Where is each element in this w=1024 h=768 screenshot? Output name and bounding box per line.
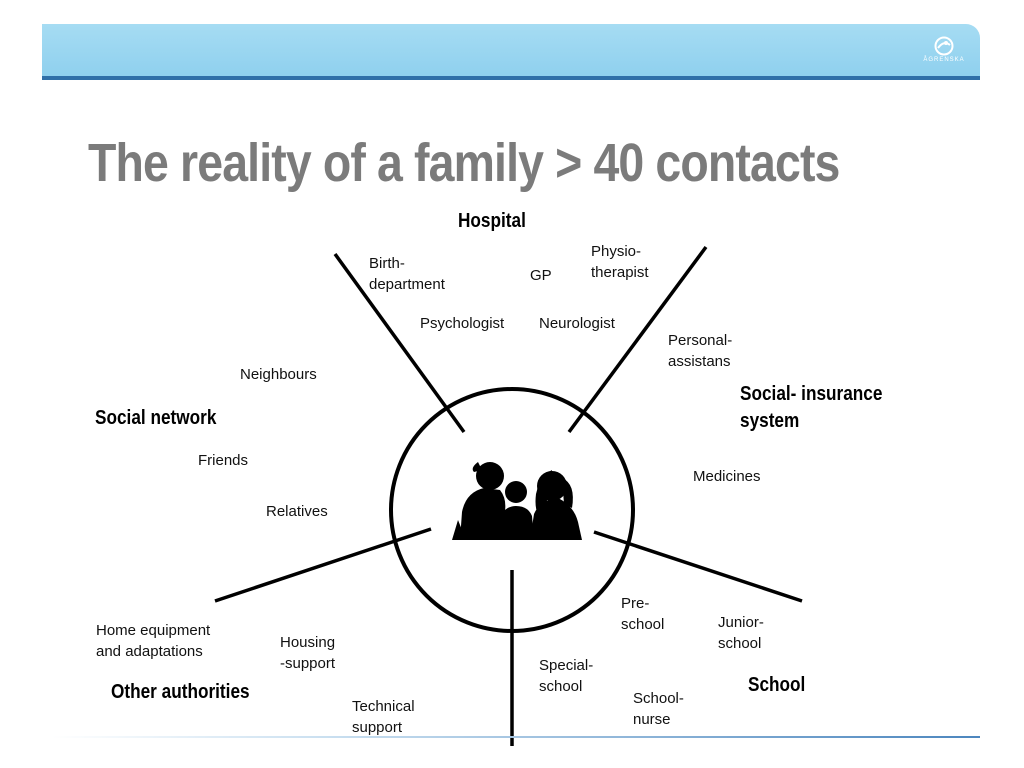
divider-line-right	[593, 530, 803, 603]
logo-emblem-icon	[934, 36, 954, 56]
header-band	[42, 24, 980, 76]
contact-personal-assistans: Personal- assistans	[668, 332, 733, 370]
category-social-insurance: Social- insurance system	[740, 383, 883, 432]
contact-school-nurse: School- nurse	[633, 690, 684, 728]
divider-line-top-right	[567, 245, 708, 434]
contact-neurologist: Neurologist	[539, 315, 615, 332]
contact-birth-department: Birth- department	[369, 255, 445, 293]
contact-junior-school: Junior- school	[718, 614, 764, 652]
contact-gp: GP	[530, 267, 552, 284]
contact-housing-support: Housing -support	[280, 634, 336, 672]
contact-neighbours: Neighbours	[240, 366, 317, 383]
logo-text: ÅGRENSKA	[923, 57, 965, 63]
divider-line-top-left	[333, 252, 466, 434]
header-divider	[42, 76, 980, 80]
agrenska-logo: ÅGRENSKA	[918, 36, 970, 70]
category-other-authorities: Other authorities	[111, 681, 250, 703]
contact-psychologist: Psychologist	[420, 315, 505, 332]
category-hospital: Hospital	[458, 210, 526, 232]
footer-divider	[52, 736, 980, 738]
contact-medicines: Medicines	[693, 468, 761, 485]
contact-home-equipment: Home equipment and adaptations	[96, 622, 211, 660]
contact-friends: Friends	[198, 452, 249, 469]
family-silhouette-icon	[452, 462, 582, 540]
contact-special-school: Special- school	[539, 657, 594, 695]
contact-technical-support: Technical support	[352, 698, 415, 736]
contact-pre-school: Pre- school	[621, 595, 665, 633]
divider-line-left	[214, 527, 432, 603]
contact-physiotherapist: Physio- therapist	[591, 243, 649, 281]
category-school: School	[748, 674, 806, 696]
category-social-network: Social network	[95, 407, 217, 429]
contact-relatives: Relatives	[266, 503, 328, 520]
slide-title: The reality of a family > 40 contacts	[88, 133, 840, 193]
